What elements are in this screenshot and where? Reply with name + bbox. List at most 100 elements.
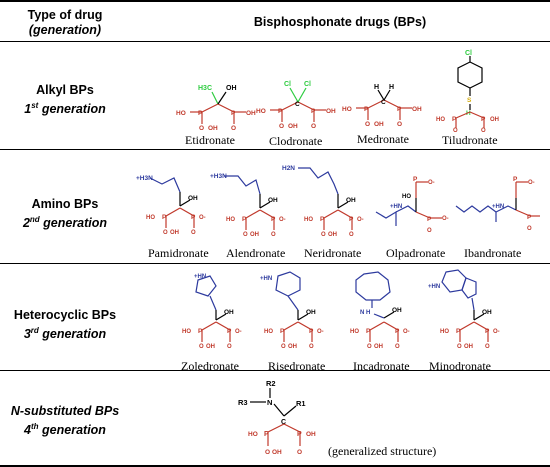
- atom-label: O-: [317, 329, 324, 335]
- neridronate-structure: H2N OH P P HO O- O OH O: [282, 165, 364, 238]
- atom-label: H: [389, 84, 394, 91]
- atom-label: P: [198, 110, 203, 117]
- atom-label: O-: [279, 217, 286, 223]
- atom-label: OH: [268, 197, 278, 204]
- drug-name-neridronate: Neridronate: [304, 246, 362, 260]
- atom-label: P: [271, 216, 276, 223]
- atom-label: P: [366, 328, 371, 335]
- atom-label: OH: [208, 125, 218, 132]
- atom-label: O: [309, 344, 314, 350]
- atom-label: OH: [464, 344, 473, 350]
- atom-label: OH: [246, 110, 256, 117]
- atom-label: P: [320, 216, 325, 223]
- atom-label: P: [452, 116, 457, 123]
- drug-name-ibandronate: Ibandronate: [464, 246, 522, 260]
- atom-label: C: [381, 99, 386, 106]
- class-n-substituted: N-substituted BPs 4th generation: [0, 403, 130, 438]
- atom-label: O: [243, 232, 248, 238]
- atom-label: +HN: [492, 204, 504, 210]
- atom-label: OH: [490, 117, 499, 123]
- atom-label: OH: [224, 309, 234, 316]
- class-alkyl: Alkyl BPs 1st generation: [0, 82, 130, 117]
- atom-label: O-: [442, 216, 449, 222]
- atom-label: OH: [226, 85, 237, 92]
- table-top-border: [0, 0, 550, 2]
- atom-label: +HN: [260, 276, 272, 282]
- class-heterocyclic: Heterocyclic BPs 3rd generation: [0, 307, 130, 342]
- atom-label: OH: [306, 431, 316, 438]
- atom-label: HO: [264, 329, 273, 335]
- class-name: N-substituted BPs: [10, 404, 120, 418]
- atom-label: HO: [350, 329, 359, 335]
- atom-label: Cl: [304, 81, 311, 88]
- atom-label: Cl: [465, 50, 472, 57]
- row-divider-2: [0, 263, 550, 264]
- atom-label: OH: [326, 108, 336, 115]
- table-bottom-border: [0, 465, 550, 467]
- atom-label: O: [397, 121, 402, 128]
- atom-label: O: [457, 344, 462, 350]
- class-amino: Amino BPs 2nd generation: [0, 196, 130, 231]
- atom-label: O: [297, 449, 302, 456]
- atom-label: OH: [272, 449, 282, 456]
- atom-label: P: [198, 328, 203, 335]
- atom-label: +H3N: [136, 175, 153, 182]
- atom-label: P: [297, 431, 302, 438]
- atom-label: O: [367, 344, 372, 350]
- atom-label: +HN: [390, 204, 402, 210]
- header-divider: [0, 41, 550, 42]
- atom-label: P: [413, 176, 418, 183]
- atom-label: OH: [250, 232, 259, 238]
- atom-label: Cl: [284, 81, 291, 88]
- header-generation-label: (generation): [28, 23, 102, 37]
- minodronate-structure: +HN OH P P HO O- O OH O: [428, 269, 500, 350]
- atom-label: O: [365, 121, 370, 128]
- row-divider-1: [0, 149, 550, 150]
- atom-label: O: [485, 344, 490, 350]
- header-type-of-drug: Type of drug (generation): [0, 8, 130, 38]
- atom-label: HO: [226, 217, 235, 223]
- atom-label: HO: [342, 106, 352, 113]
- atom-label: O: [227, 344, 232, 350]
- atom-label: O: [349, 232, 354, 238]
- atom-label: O: [199, 125, 204, 132]
- clodronate-structure: Cl Cl C HO OH P P O OH O: [256, 81, 336, 130]
- alendronate-structure: +H3N OH P P HO O- O OH O: [210, 173, 286, 238]
- atom-label: P: [309, 328, 314, 335]
- class-name: Amino BPs: [31, 197, 99, 211]
- atom-label: H3C: [198, 85, 212, 92]
- atom-label: P: [481, 116, 486, 123]
- atom-label: OH: [374, 121, 384, 128]
- tiludronate-structure: Cl S H P P HO OH O O: [436, 50, 499, 134]
- atom-label: P: [397, 106, 402, 113]
- class-name: Heterocyclic BPs: [13, 308, 117, 322]
- atom-label: HO: [182, 329, 191, 335]
- incadronate-structure: N H OH P P HO O- O OH O: [350, 271, 410, 350]
- atom-label: OH: [346, 197, 356, 204]
- atom-label: OH: [306, 309, 316, 316]
- header-type-label: Type of drug: [27, 8, 103, 22]
- pamidronate-structure: +H3N OH P P HO O- O OH O: [136, 175, 206, 236]
- atom-label: C: [281, 419, 286, 426]
- atom-label: OH: [170, 230, 179, 236]
- drug-name-minodronate: Minodronate: [429, 359, 491, 373]
- atom-label: H: [366, 310, 370, 316]
- atom-label: S: [467, 97, 472, 104]
- medronate-structure: H H C HO OH P P O OH O: [342, 84, 422, 128]
- atom-label: P: [349, 216, 354, 223]
- atom-label: O-: [403, 329, 410, 335]
- drug-name-risedronate: Risedronate: [268, 359, 326, 373]
- atom-label: HO: [440, 329, 449, 335]
- drug-name-olpadronate: Olpadronate: [386, 246, 446, 260]
- atom-label: OH: [482, 309, 492, 316]
- atom-label: HO: [402, 194, 411, 200]
- class-generation: 3rd generation: [23, 326, 107, 342]
- atom-label: O-: [528, 180, 535, 186]
- atom-label: O: [527, 226, 532, 232]
- atom-label: OH: [288, 123, 298, 130]
- atom-label: O: [199, 344, 204, 350]
- atom-label: O: [279, 123, 284, 130]
- atom-label: O: [311, 123, 316, 130]
- atom-label: P: [456, 328, 461, 335]
